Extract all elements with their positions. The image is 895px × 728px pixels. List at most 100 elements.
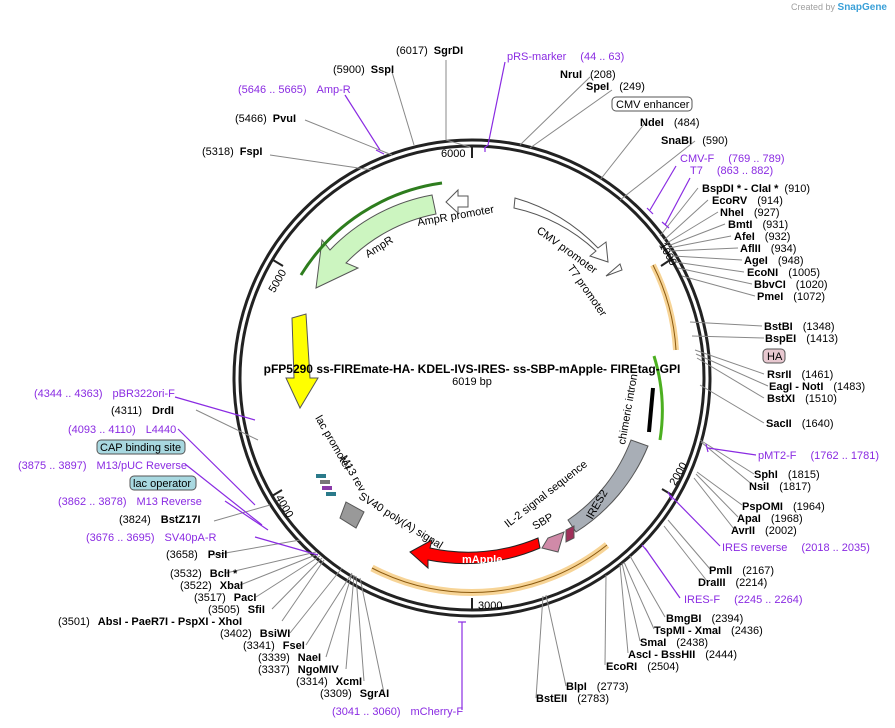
site-paci: (3517)PacI <box>194 592 256 604</box>
primer-ires-f: IRES-F(2245 .. 2264) <box>684 594 803 606</box>
created-by-text: Created by <box>790 2 836 12</box>
cap-binding-label: CAP binding site <box>100 442 181 454</box>
mapple-feature <box>409 537 541 570</box>
primer-amp-r: (5646 .. 5665)Amp-R <box>238 84 351 96</box>
site-bmti: BmtI(931) <box>728 219 788 231</box>
ha-box <box>762 348 786 364</box>
ha-label: HA <box>767 351 783 363</box>
primer-l4440: (4093 .. 4110)L4440 <box>68 424 176 436</box>
site-bbvci: BbvCI(1020) <box>754 279 828 291</box>
tick-4000: 4000 <box>273 493 296 520</box>
backbone-outer <box>232 138 712 618</box>
primer-labels: pRS-marker(44 .. 63) (5646 .. 5665)Amp-R… <box>18 51 879 718</box>
sbp-feature <box>541 531 565 553</box>
snapgene-branding: Created by SnapGene <box>791 2 887 13</box>
site-sspi: (5900)SspI <box>333 64 394 76</box>
sbp-label: SBP <box>531 511 556 532</box>
highlight-arc-bottom-line <box>371 544 608 593</box>
site-smai: SmaI(2438) <box>640 637 708 649</box>
primer-cmv-f: CMV-F(769 .. 789) <box>680 153 785 165</box>
lac-small-features <box>316 474 336 496</box>
site-blpi: BlpI(2773) <box>566 681 629 693</box>
site-eagi-noti: EagI - NotI(1483) <box>769 381 865 393</box>
site-bsiwi: (3402)BsiWI <box>220 628 290 640</box>
intron-bar <box>647 387 655 433</box>
primer-pbr322ori-f: (4344 .. 4363)pBR322ori-F <box>34 388 175 400</box>
il2-signal-feature <box>565 525 575 543</box>
ires2-feature <box>567 439 649 533</box>
highlight-arc-right-line <box>652 264 677 351</box>
tick-6000: 6000 <box>441 148 465 160</box>
site-fspi: (5318)FspI <box>202 146 262 158</box>
site-snabi: SnaBI(590) <box>661 135 728 147</box>
site-nhei: NheI(927) <box>720 207 780 219</box>
cmv-promoter <box>513 197 609 263</box>
site-bsteii: BstEII(2783) <box>536 693 609 705</box>
primer-prs-marker: pRS-marker(44 .. 63) <box>507 51 624 63</box>
boxed-features: CMV enhancer HA CAP binding site lac ope… <box>96 96 786 491</box>
ampr-feature <box>315 194 437 289</box>
chimeric-intron <box>652 355 664 441</box>
site-pmei: PmeI(1072) <box>757 291 825 303</box>
site-ecorv: EcoRV(914) <box>712 195 783 207</box>
tick-5000: 5000 <box>267 268 290 295</box>
site-rsrii: RsrII(1461) <box>767 369 833 381</box>
site-sfii: (3505)SfiI <box>208 604 265 616</box>
site-absi-xhoi: (3501)AbsI - PaeR7I - PspXI - XhoI <box>58 616 242 628</box>
cmv-enhancer-box <box>611 96 693 112</box>
site-sgrdi: (6017)SgrDI <box>396 45 463 57</box>
primer-m13-puc-reverse: (3875 .. 3897)M13/pUC Reverse <box>18 460 187 472</box>
site-agei: AgeI(948) <box>744 255 804 267</box>
ori-feature <box>285 313 319 410</box>
primer-pmt2-f: pMT2-F(1762 .. 1781) <box>758 450 879 462</box>
site-bstbi: BstBI(1348) <box>764 321 835 333</box>
backbone-inner <box>238 144 706 612</box>
primer-leaders <box>174 61 757 710</box>
sv40-label: SV40 poly(A) signal <box>356 490 444 551</box>
cmv-enhancer-label: CMV enhancer <box>616 99 690 111</box>
ampr-highlight <box>299 181 443 276</box>
site-ngomiv: (3337)NgoMIV <box>258 664 339 676</box>
plasmid-name: pFP5290 ss-FIREmate-HA- KDEL-IVS-IRES- s… <box>264 362 681 376</box>
site-sacii: SacII(1640) <box>766 418 833 430</box>
cap-binding-box <box>96 439 186 455</box>
site-pvui: (5466)PvuI <box>235 113 296 125</box>
primer-m13-reverse: (3862 .. 3878)M13 Reverse <box>58 496 202 508</box>
site-econi: EcoNI(1005) <box>747 267 820 279</box>
sv40-feature <box>339 501 365 529</box>
site-bstxi: BstXI(1510) <box>767 393 837 405</box>
primer-t7: T7(863 .. 882) <box>690 165 773 177</box>
site-apai: ApaI(1968) <box>737 513 803 525</box>
site-bspdi-clai: BspDI * - ClaI *(910) <box>702 183 810 195</box>
site-labels: (6017)SgrDI (5900)SspI (5466)PvuI (5318)… <box>58 45 865 705</box>
tick-3000: 3000 <box>478 600 502 612</box>
tick-1000: 1000 <box>656 241 679 268</box>
site-drdi: (4311)DrdI <box>111 405 174 417</box>
site-afei: AfeI(932) <box>734 231 790 243</box>
chimeric-intron-label: chimeric intron <box>616 373 640 446</box>
site-bstz17i: (3824)BstZ17I <box>119 514 201 526</box>
m13rev-label: M13 rev <box>337 454 368 495</box>
site-nrui: NruI(208) <box>560 69 616 81</box>
site-nsii: NsiI(1817) <box>749 481 811 493</box>
primer-mcherry-f: (3041 .. 3060)mCherry-F <box>332 706 463 718</box>
t7-promoter <box>605 263 623 277</box>
site-asci-bsshii: AscI - BssHII(2444) <box>628 649 737 661</box>
site-pmli: PmlI(2167) <box>709 565 774 577</box>
site-fsei: (3341)FseI <box>243 640 305 652</box>
site-draiii: DraIII(2214) <box>698 577 767 589</box>
site-aflii: AflII(934) <box>740 243 796 255</box>
site-sphi: SphI(1815) <box>754 469 820 481</box>
site-pspomi: PspOMI(1964) <box>742 501 825 513</box>
snapgene-logo: SnapGene <box>837 2 887 13</box>
site-ecori: EcoRI(2504) <box>606 661 679 673</box>
site-sgrai: (3309)SgrAI <box>320 688 389 700</box>
primer-sv40pa-r: (3676 .. 3695)SV40pA-R <box>86 532 217 544</box>
site-bspei: BspEI(1413) <box>765 333 838 345</box>
primer-ires-reverse: IRES reverse(2018 .. 2035) <box>722 542 870 554</box>
lac-operator-label: lac operator <box>133 478 191 490</box>
mapple-label: mApple <box>462 554 502 566</box>
leader-lines <box>195 60 769 699</box>
site-avrii: AvrII(2002) <box>731 525 797 537</box>
